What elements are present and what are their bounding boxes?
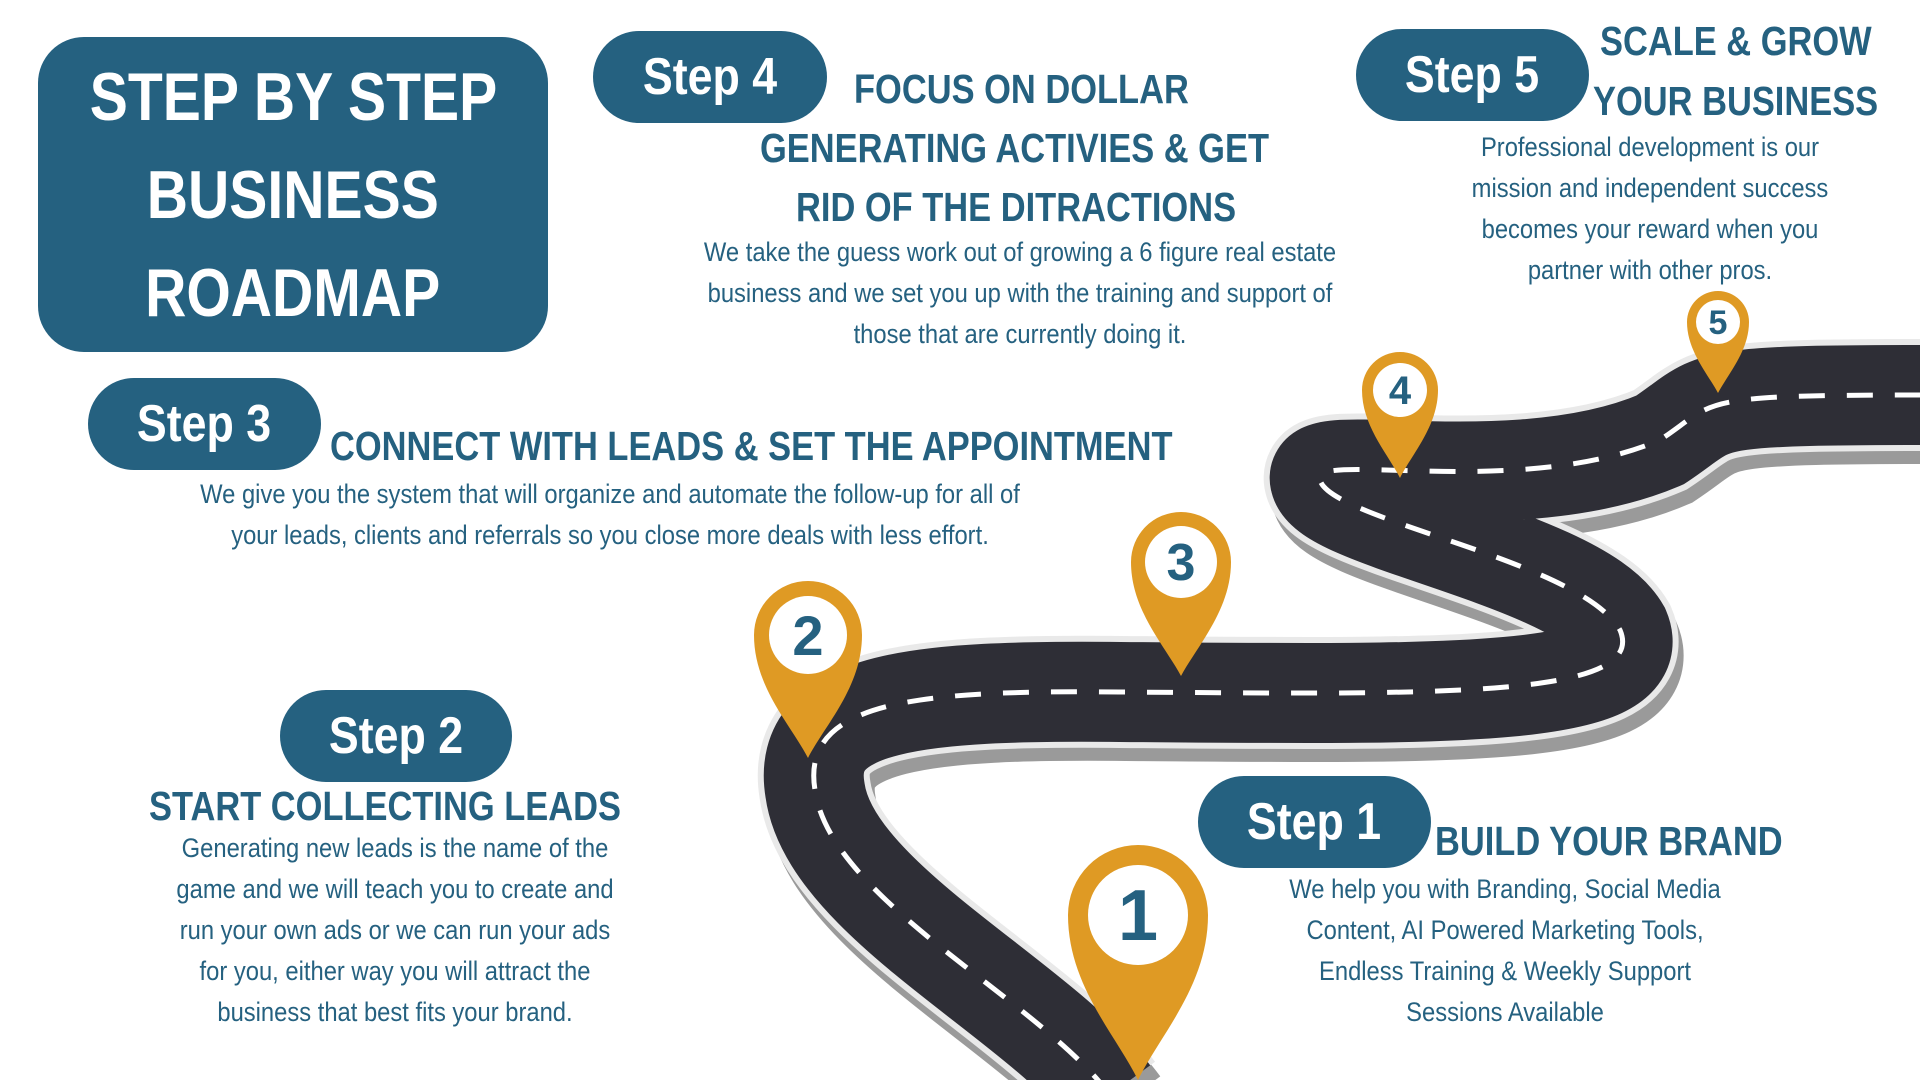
step-2-body-line-1: Generating new leads is the name of the [181,833,609,863]
title-line-3: ROADMAP [145,254,441,331]
step-5-badge: Step 5 [1356,29,1589,121]
step-2-badge: Step 2 [280,690,512,782]
step-2-body-line-5: business that best fits your brand. [217,997,573,1027]
step-5-description: Professional development is our mission … [1410,127,1890,291]
step-3-heading: CONNECT WITH LEADS & SET THE APPOINTMENT [330,423,1173,469]
step-4-heading-line-2: GENERATING ACTIVIES & GET [760,125,1269,171]
map-pin-3: 3 [1131,512,1231,676]
road-center-line [811,392,1920,1080]
title-line-1: STEP BY STEP [89,58,497,135]
step-5-body-line-1: Professional development is our [1480,132,1820,162]
map-pin-1: 1 [1068,845,1208,1080]
step-2-label: Step 2 [328,707,464,765]
step-1-label: Step 1 [1247,793,1382,851]
step-5-heading-line-2: YOUR BUSINESS [1593,78,1879,124]
step-5-body-line-2: mission and independent success [1471,173,1829,203]
step-1-body-line-3: Endless Training & Weekly Support [1319,956,1691,986]
pin-number-1: 1 [1118,876,1158,956]
step-4-description: We take the guess work out of growing a … [610,232,1430,355]
step-2-description: Generating new leads is the name of the … [140,828,650,1033]
map-pin-4: 4 [1362,352,1438,478]
step-3-body-line-1: We give you the system that will organiz… [200,479,1020,509]
step-4-badge: Step 4 [593,31,827,123]
step-1-body-line-1: We help you with Branding, Social Media [1289,874,1721,904]
step-5-heading-line-1: SCALE & GROW [1600,18,1872,64]
step-4-body-line-1: We take the guess work out of growing a … [703,237,1337,267]
pin-number-2: 2 [792,604,823,667]
step-3-label: Step 3 [137,395,272,453]
step-2-body-line-2: game and we will teach you to create and [176,874,614,904]
step-1-heading: BUILD YOUR BRAND [1435,818,1783,864]
step-3-body-line-2: your leads, clients and referrals so you… [231,520,989,550]
step-4-heading-line-1: FOCUS ON DOLLAR [854,66,1189,112]
step-2-heading: START COLLECTING LEADS [149,783,621,829]
map-pin-5: 5 [1687,291,1749,393]
map-pin-2: 2 [754,581,862,758]
step-4-heading-line-3: RID OF THE DITRACTIONS [796,184,1237,230]
step-1-description: We help you with Branding, Social Media … [1240,869,1770,1033]
step-2-body-line-4: for you, either way you will attract the [199,956,591,986]
step-1-body-line-4: Sessions Available [1406,997,1604,1027]
pin-number-5: 5 [1709,304,1728,342]
step-4-label: Step 4 [642,48,778,106]
step-3-description: We give you the system that will organiz… [120,474,1100,556]
title-line-2: BUSINESS [146,156,440,233]
step-2-body-line-3: run your own ads or we can run your ads [179,915,611,945]
step-5-label: Step 5 [1405,46,1540,104]
roadmap-title-box: STEP BY STEP BUSINESS ROADMAP [38,37,548,352]
pin-number-4: 4 [1389,369,1412,413]
step-1-body-line-2: Content, AI Powered Marketing Tools, [1306,915,1704,945]
pin-number-3: 3 [1167,534,1196,592]
step-1-badge: Step 1 [1198,776,1431,868]
step-4-body-line-2: business and we set you up with the trai… [707,278,1333,308]
step-5-body-line-3: becomes your reward when you [1481,214,1819,244]
step-4-body-line-3: those that are currently doing it. [853,319,1187,349]
step-3-badge: Step 3 [88,378,321,470]
step-5-body-line-4: partner with other pros. [1527,255,1773,285]
